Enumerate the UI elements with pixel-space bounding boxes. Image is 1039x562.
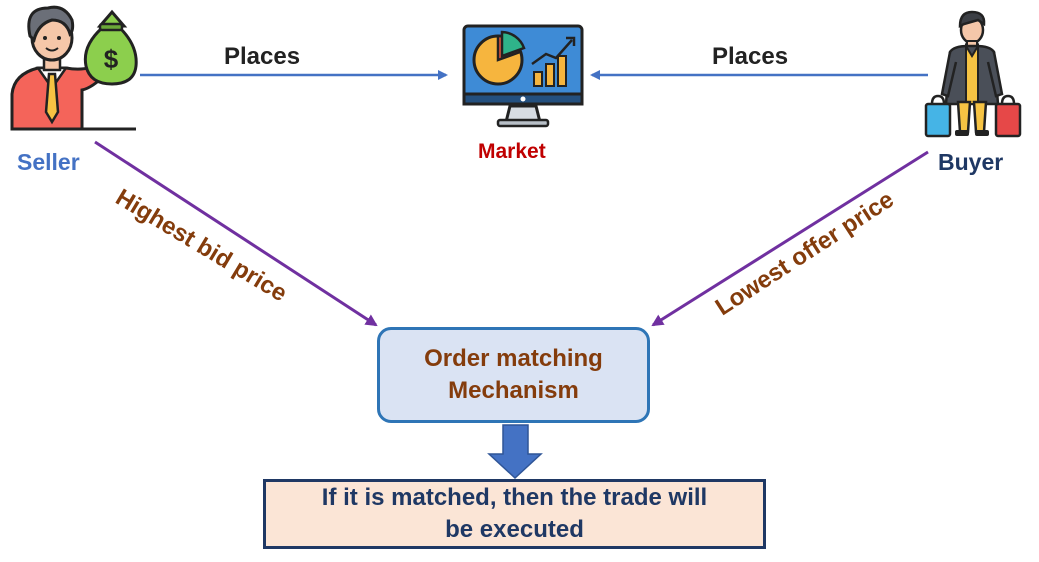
businessman-with-money-bag-icon: $ [10, 5, 138, 131]
arrow-buyer-to-mechanism [651, 150, 929, 327]
mechanism-line-2: Mechanism [448, 377, 579, 404]
seller-label: Seller [17, 149, 80, 175]
monitor-with-charts-icon [462, 24, 584, 128]
arrow-seller-to-mechanism [94, 140, 378, 327]
svg-text:$: $ [104, 44, 119, 74]
mechanism-line-1: Order matching [424, 345, 603, 372]
order-matching-mechanism-box: Order matching Mechanism [377, 327, 650, 423]
result-line-1: If it is matched, then the trade will [321, 484, 708, 511]
buyer-label: Buyer [938, 149, 1004, 175]
trade-executed-box: If it is matched, then the trade will be… [263, 479, 766, 549]
edge-label-seller-places: Places [224, 43, 301, 70]
down-block-arrow [487, 424, 543, 480]
market-label: Market [478, 140, 546, 163]
result-line-2: be executed [445, 516, 584, 543]
shopper-with-bags-icon [924, 10, 1022, 138]
edge-label-buyer-places: Places [712, 43, 789, 70]
